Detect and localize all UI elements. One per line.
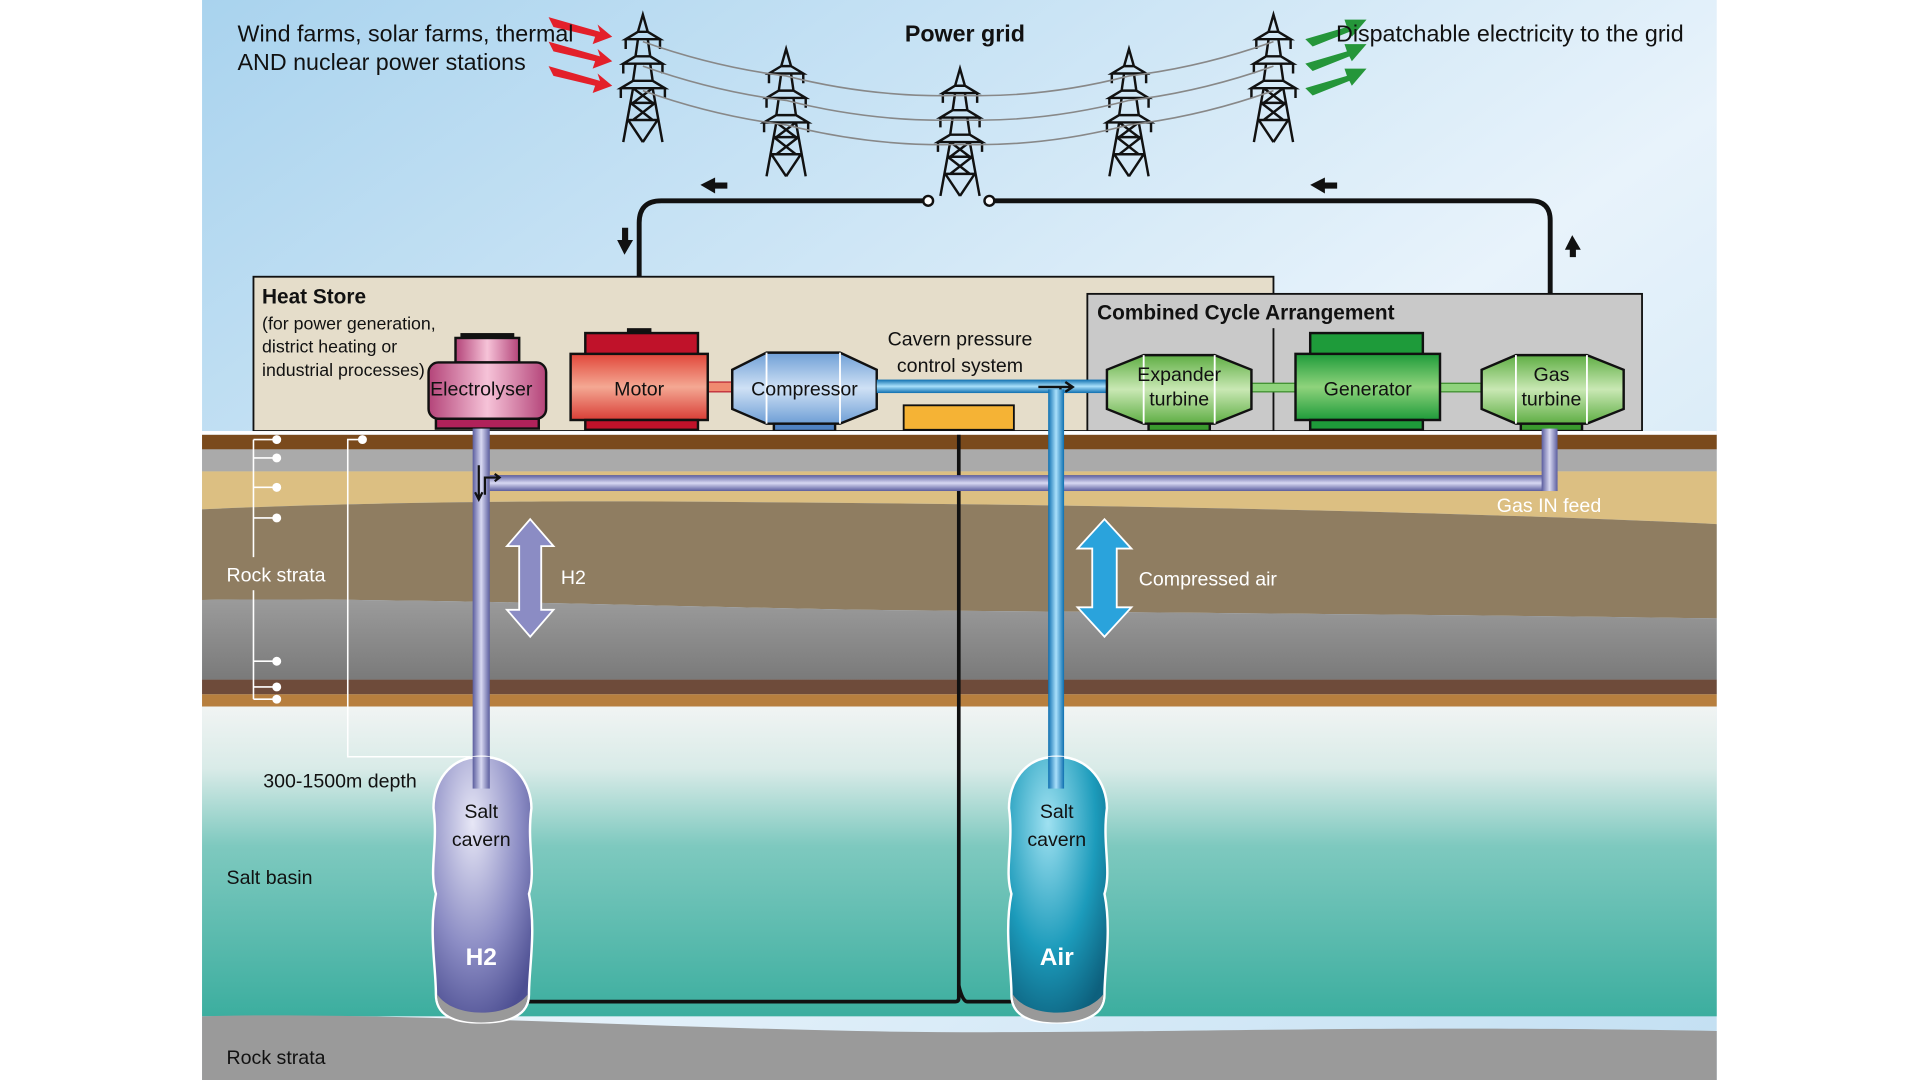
air-cavern-label-1: Salt xyxy=(1040,801,1074,823)
generator-label: Generator xyxy=(1324,379,1413,401)
bidirectional-arrow-icon xyxy=(504,517,556,639)
bidirectional-arrow-icon xyxy=(1075,517,1134,639)
gas-turbine-feed-pipe xyxy=(1541,428,1558,492)
gas-turbine: Gas turbine xyxy=(1480,353,1625,433)
h2-pipe-vertical xyxy=(472,428,490,784)
gas-turbine-label-1: Gas xyxy=(1533,364,1569,386)
motor-label: Motor xyxy=(614,379,665,401)
salt-basin-label: Salt basin xyxy=(227,867,313,889)
power-lines xyxy=(642,40,1274,146)
rock-strata-upper-label: Rock strata xyxy=(227,565,326,587)
electrolyser-label: Electrolyser xyxy=(430,379,533,401)
control-line-air xyxy=(956,985,1024,1004)
cavern-pressure-label-1: Cavern pressure xyxy=(888,328,1033,350)
output-arrows-icon xyxy=(1305,19,1367,96)
heat-store-desc-2: district heating or xyxy=(262,337,397,357)
h2-flow-label: H2 xyxy=(561,567,586,589)
bottom-rock-layer xyxy=(202,1015,1717,1080)
h2-cavern-content: H2 xyxy=(466,944,497,971)
power-grid-title: Power grid xyxy=(905,21,1025,47)
control-line-h2 xyxy=(526,429,961,1004)
h2-salt-cavern: Salt cavern H2 xyxy=(431,755,534,1024)
combined-cycle-title: Combined Cycle Arrangement xyxy=(1097,302,1394,325)
gas-turbine-label-2: turbine xyxy=(1521,388,1581,410)
dispatchable-label: Dispatchable electricity to the grid xyxy=(1336,21,1684,47)
gas-feed-pipe xyxy=(489,475,1558,492)
air-pipe-horizontal xyxy=(876,379,1061,394)
air-cavern-content: Air xyxy=(1040,944,1074,971)
heat-store-desc-3: industrial processes) xyxy=(262,360,425,380)
cavern-pressure-label-2: control system xyxy=(897,355,1023,377)
input-arrows-icon xyxy=(548,17,613,94)
depth-markers xyxy=(252,435,471,758)
expander-label-1: Expander xyxy=(1137,364,1221,386)
h2-cavern-label-1: Salt xyxy=(464,801,498,823)
h2-cavern-label-2: cavern xyxy=(452,829,511,851)
sources-label-line1: Wind farms, solar farms, thermal xyxy=(238,21,574,47)
compressor-label: Compressor xyxy=(751,379,858,401)
air-pipe-vertical xyxy=(1048,389,1065,782)
heat-store-desc-1: (for power generation, xyxy=(262,313,436,333)
pressure-control-unit xyxy=(902,404,1015,431)
expander-turbine: Expander turbine xyxy=(1105,353,1253,433)
motor: Motor xyxy=(569,328,709,432)
direction-arrow-icon xyxy=(617,177,1581,258)
depth-label: 300-1500m depth xyxy=(263,770,416,792)
expander-label-2: turbine xyxy=(1149,388,1209,410)
gas-in-feed-label: Gas IN feed xyxy=(1497,495,1601,517)
air-cavern-label-2: cavern xyxy=(1027,829,1086,851)
sources-label-line2: AND nuclear power stations xyxy=(238,49,526,75)
compressor: Compressor xyxy=(731,351,878,433)
generator: Generator xyxy=(1294,331,1442,432)
air-salt-cavern: Salt cavern Air xyxy=(1006,755,1109,1024)
heat-store-title: Heat Store xyxy=(262,286,366,309)
compressed-air-label: Compressed air xyxy=(1139,568,1278,590)
rock-strata-lower-label: Rock strata xyxy=(227,1047,326,1069)
